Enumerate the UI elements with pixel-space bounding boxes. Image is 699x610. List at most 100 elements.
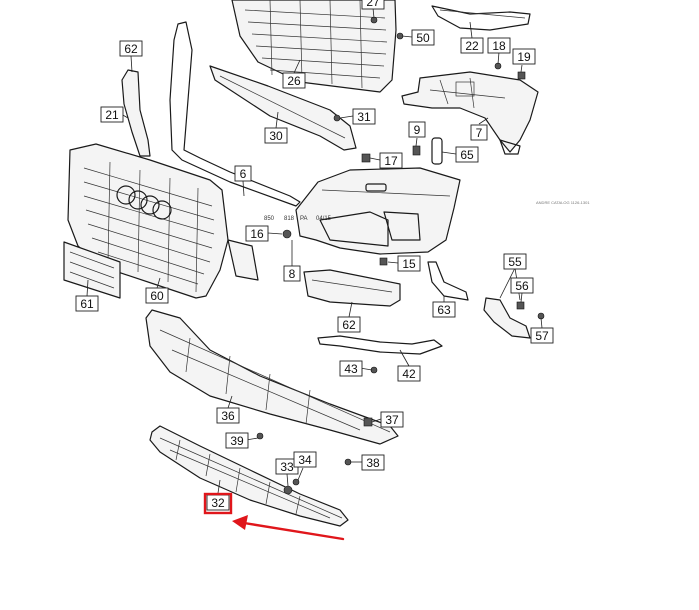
svg-text:39: 39 [230,434,244,448]
svg-text:30: 30 [269,129,283,143]
corner-bracket-part [483,297,531,339]
side-bracket-part [427,261,469,301]
bumper-code-3: PA [300,216,308,222]
callout-63: 63 [432,301,456,318]
callout-22: 22 [460,37,484,54]
svg-text:38: 38 [366,456,380,470]
callout-39: 39 [225,432,249,449]
svg-text:43: 43 [344,362,358,376]
svg-text:21: 21 [105,108,119,122]
lower-trim-strip-part [317,335,443,355]
highlight-annotation [203,492,345,541]
bumper-code-4: 04/15 [316,216,332,222]
svg-text:6: 6 [240,167,247,181]
crossmember-part [209,65,357,151]
svg-text:55: 55 [508,255,522,269]
svg-text:60: 60 [150,289,164,303]
callout-42: 42 [397,365,421,382]
headlamp-bracket-part [401,71,539,155]
svg-text:50: 50 [416,31,430,45]
callout-7: 7 [470,124,488,141]
nut-17 [361,153,371,163]
callout-21: 21 [100,106,124,123]
callout-19: 19 [512,48,536,65]
callout-61: 61 [75,295,99,312]
callout-16: 16 [245,225,269,242]
screw-39 [256,432,264,440]
fasteners [256,16,545,495]
callout-56: 56 [510,277,534,294]
callout-33: 33 [275,458,299,475]
highlight-box [203,492,233,515]
callout-57: 57 [530,327,554,344]
callout-62-lower: 62 [337,316,361,333]
clip-37 [363,417,373,427]
callout-labels: 27 50 22 18 19 62 26 21 30 31 9 7 65 17 … [75,0,554,511]
callout-30: 30 [264,127,288,144]
clip-15 [379,257,388,266]
red-arrow-icon [242,521,345,541]
callout-60: 60 [145,287,169,304]
svg-text:36: 36 [221,409,235,423]
nut-33 [283,485,293,495]
insert-65 [431,137,443,165]
callout-15: 15 [397,255,421,272]
bumper-code-2: 818 [284,216,295,222]
svg-text:42: 42 [402,367,416,381]
callout-50: 50 [411,29,435,46]
callout-34: 34 [293,451,317,468]
svg-text:9: 9 [414,123,421,137]
callout-27: 27 [361,0,385,10]
upper-long-trim-part [169,21,301,207]
svg-text:63: 63 [437,303,451,317]
svg-text:31: 31 [357,110,371,124]
callout-55: 55 [503,253,527,270]
clip-19 [517,71,526,80]
svg-text:27: 27 [366,0,380,9]
callout-62-upper: 62 [119,40,143,57]
upper-trim-strip-part [431,5,531,31]
svg-text:18: 18 [492,39,506,53]
svg-text:32: 32 [211,496,225,510]
svg-text:16: 16 [250,227,264,241]
callout-32: 32 [206,494,230,511]
screw-34 [292,478,300,486]
svg-text:8: 8 [289,267,296,281]
svg-text:17: 17 [384,154,398,168]
license-plate-bracket-part [63,241,121,299]
red-arrowhead-icon [232,515,248,530]
bumper-cover-part: 850 818 PA 04/15 [264,167,461,255]
catalog-watermark: ANDRE CATALOG 1126-1301 [536,200,590,205]
callout-37: 37 [380,411,404,428]
clip-9 [412,145,421,156]
cap-16 [282,229,292,239]
svg-text:57: 57 [535,329,549,343]
svg-text:22: 22 [465,39,479,53]
fog-lamp-trim-part [303,269,401,307]
bumper-code-1: 850 [264,216,275,222]
svg-text:61: 61 [80,297,94,311]
upper-grille-part [231,0,397,93]
svg-text:65: 65 [460,148,474,162]
callout-9: 9 [408,121,426,138]
svg-text:62: 62 [124,42,138,56]
svg-text:62: 62 [342,318,356,332]
callout-36: 36 [216,407,240,424]
callout-43: 43 [339,360,363,377]
left-bracket-part [121,69,151,157]
leader-lines [86,7,543,494]
underbody-guard-part [149,425,349,527]
lower-grille-insert-part [145,309,399,445]
svg-text:19: 19 [517,50,531,64]
callout-65: 65 [455,146,479,163]
svg-text:15: 15 [402,257,416,271]
svg-text:7: 7 [476,126,483,140]
callout-17: 17 [379,152,403,169]
callout-8: 8 [283,265,301,282]
callout-6: 6 [234,165,252,182]
svg-text:34: 34 [298,453,312,467]
clip-56 [516,301,525,310]
svg-text:56: 56 [515,279,529,293]
callout-31: 31 [352,108,376,125]
